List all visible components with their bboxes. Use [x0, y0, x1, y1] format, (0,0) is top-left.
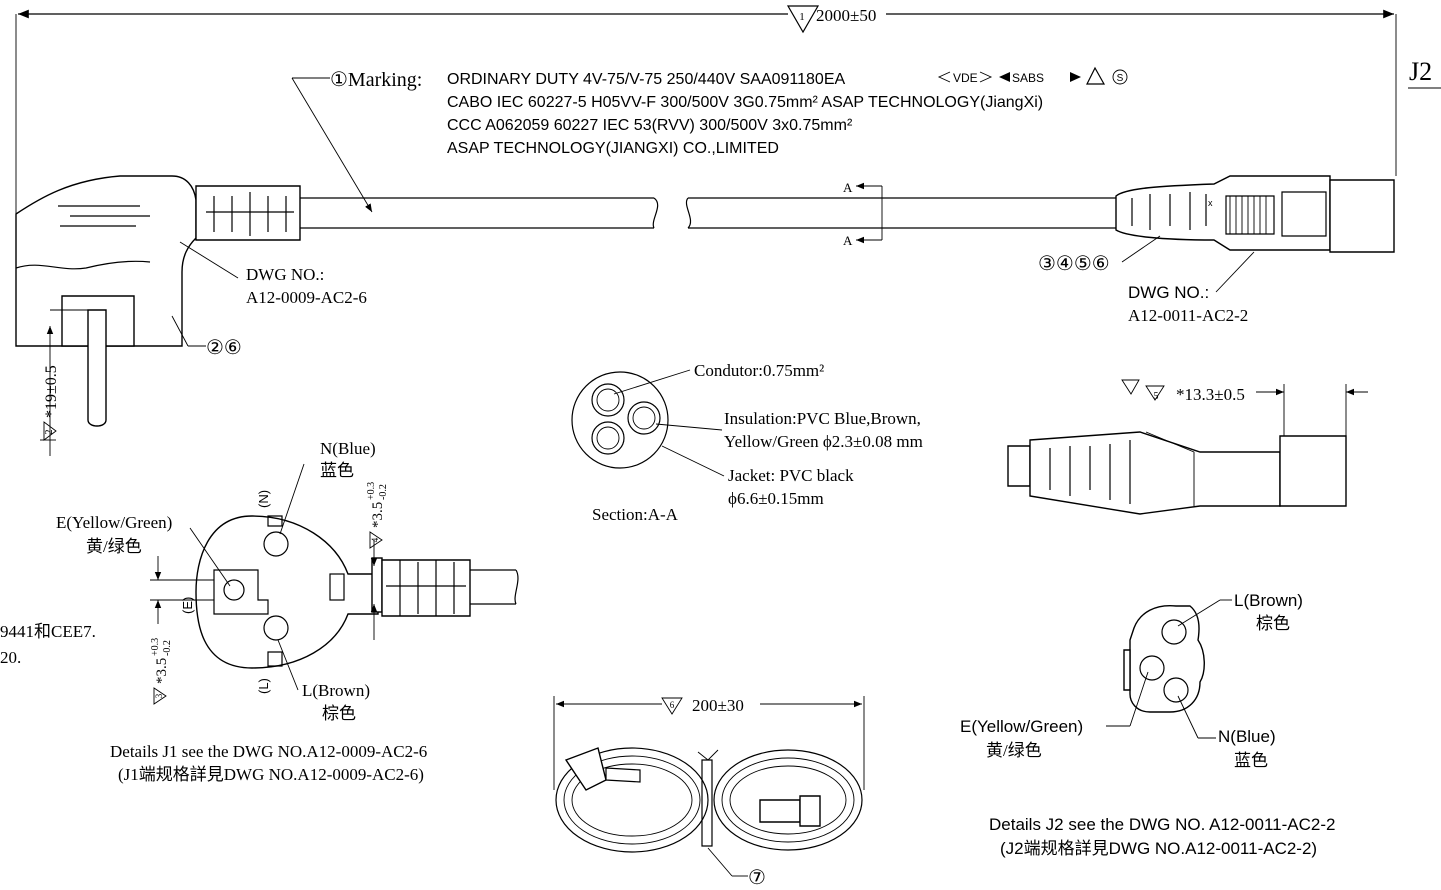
- j1-e-cn-label: 黄/绿色: [86, 537, 142, 556]
- svg-text:-0.2: -0.2: [378, 484, 389, 500]
- svg-text:J2: J2: [1409, 57, 1432, 86]
- j1-labels: N(Blue) 蓝色 E(Yellow/Green) 黄/绿色 L(Brown)…: [56, 439, 376, 723]
- dimension-tri-number: 1: [799, 11, 805, 23]
- connector-top-view: x: [1115, 175, 1395, 253]
- bundle-callout-number: ⑦: [748, 867, 766, 889]
- dimension-triangle-icon: [786, 5, 820, 34]
- svg-text:*3.5: *3.5: [370, 502, 386, 528]
- j2-note-1: Details J2 see the DWG NO. A12-0011-AC2-…: [989, 815, 1335, 834]
- j1-note-2: (J1端规格詳見DWG NO.A12-0009-AC2-6): [118, 765, 424, 784]
- connector-dwg-number: A12-0011-AC2-2: [1128, 306, 1248, 325]
- overall-length-dimension: 1 2000±50: [15, 5, 1397, 346]
- svg-text:4: 4: [370, 537, 380, 542]
- svg-text:2: 2: [44, 430, 55, 435]
- connector-callout-number: ③④⑤⑥: [1038, 253, 1110, 275]
- coiled-bundle: 6 200±30 ⑦: [553, 696, 865, 889]
- plug-callout-number: ②⑥: [206, 337, 242, 359]
- jacket-label-2: ϕ6.6±0.15mm: [728, 489, 824, 508]
- svg-text:*3.5: *3.5: [154, 658, 170, 684]
- plug-callouts: DWG NO.: A12-0009-AC2-6 ②⑥: [171, 241, 367, 359]
- plug-top-view: [15, 175, 301, 427]
- marking-line-3: CCC A062059 60227 IEC 53(RVV) 300/500V 3…: [447, 117, 853, 134]
- svg-text:+0.3: +0.3: [150, 638, 161, 656]
- svg-text:(N): (N): [256, 490, 271, 508]
- svg-text:A: A: [843, 233, 853, 248]
- svg-text:6: 6: [670, 700, 675, 710]
- j1-n-cn-label: 蓝色: [320, 461, 354, 480]
- j1-l-cn-label: 棕色: [322, 704, 356, 723]
- svg-text:(L): (L): [256, 678, 271, 694]
- svg-text:+0.3: +0.3: [366, 482, 377, 500]
- svg-text:-0.2: -0.2: [162, 640, 173, 656]
- bundle-length-text: 200±30: [692, 696, 744, 715]
- vde-mark-icon: VDE: [937, 71, 993, 85]
- insulation-label-2: Yellow/Green ϕ2.3±0.08 mm: [724, 432, 923, 451]
- connector-id-label: J2: [1408, 57, 1441, 89]
- j2-labels: L(Brown) 棕色 E(Yellow/Green) 黄/绿色 N(Blue)…: [960, 591, 1303, 770]
- svg-text:(E): (E): [180, 597, 195, 614]
- j2-n-label: N(Blue): [1218, 727, 1276, 746]
- marking-line-1: ORDINARY DUTY 4V-75/V-75 250/440V SAA091…: [447, 71, 845, 88]
- overall-length-text: 2000±50: [816, 6, 876, 25]
- j1-l-label: L(Brown): [302, 681, 370, 700]
- connector-side-dimension: *13.3±0.5: [1176, 385, 1245, 404]
- plug-dwg-label: DWG NO.:: [246, 265, 324, 284]
- connector-side-view: 5 *13.3±0.5: [1007, 379, 1368, 515]
- svg-text:3: 3: [154, 693, 164, 698]
- svg-text:VDE: VDE: [953, 71, 978, 85]
- marking-label: ①Marking:: [330, 69, 422, 91]
- j2-connector-face-detail: [1123, 605, 1205, 713]
- cable-cross-section: Condutor:0.75mm² Insulation:PVC Blue,Bro…: [571, 361, 923, 524]
- s-mark-icon: [1112, 69, 1128, 85]
- svg-text:S: S: [1117, 73, 1124, 84]
- j2-note-2: (J2端规格詳見DWG NO.A12-0011-AC2-2): [1000, 839, 1317, 858]
- svg-text:x: x: [1208, 198, 1213, 208]
- j2-e-cn-label: 黄/绿色: [986, 741, 1042, 760]
- side-note-2: 20.: [0, 648, 21, 667]
- j2-e-label: E(Yellow/Green): [960, 717, 1083, 736]
- svg-text:A: A: [843, 180, 853, 195]
- svg-text:SABS: SABS: [1012, 71, 1044, 85]
- j1-n-label: N(Blue): [320, 439, 376, 458]
- j1-note-1: Details J1 see the DWG NO.A12-0009-AC2-6: [110, 742, 427, 761]
- marking-line-4: ASAP TECHNOLOGY(JIANGXI) CO.,LIMITED: [447, 140, 779, 157]
- j1-plug-face-detail: [195, 515, 519, 669]
- marking-block: ①Marking: ORDINARY DUTY 4V-75/V-75 250/4…: [291, 66, 1128, 213]
- marking-line-2: CABO IEC 60227-5 H05VV-F 300/500V 3G0.75…: [447, 94, 1043, 111]
- j2-l-label: L(Brown): [1234, 591, 1303, 610]
- section-title: Section:A-A: [592, 505, 679, 524]
- pin-length-dimension: 2 *19±0.5: [40, 309, 96, 456]
- j1-e-label: E(Yellow/Green): [56, 513, 172, 532]
- sabs-mark-icon: SABS: [999, 71, 1081, 85]
- j2-l-cn-label: 棕色: [1256, 614, 1290, 633]
- connector-dwg-label: DWG NO.:: [1128, 283, 1209, 302]
- cable-run: [300, 197, 1116, 229]
- j1-dimensions: 4 *3.5 +0.3 -0.2 3 *3.5 +0.3 -0.2: [150, 482, 389, 705]
- j2-n-cn-label: 蓝色: [1234, 751, 1268, 770]
- section-marker-a: A A: [843, 180, 883, 248]
- conductor-label: Condutor:0.75mm²: [694, 361, 824, 380]
- jacket-label-1: Jacket: PVC black: [728, 466, 854, 485]
- plug-dwg-number: A12-0009-AC2-6: [246, 288, 367, 307]
- pin-length-text: *19±0.5: [43, 365, 60, 418]
- connector-callouts: ③④⑤⑥ DWG NO.: A12-0011-AC2-2: [1038, 235, 1255, 325]
- safety-triangle-icon: [1086, 66, 1106, 85]
- svg-text:5: 5: [1154, 391, 1159, 402]
- side-note-1: 9441和CEE7.: [0, 622, 96, 641]
- insulation-label-1: Insulation:PVC Blue,Brown,: [724, 409, 921, 428]
